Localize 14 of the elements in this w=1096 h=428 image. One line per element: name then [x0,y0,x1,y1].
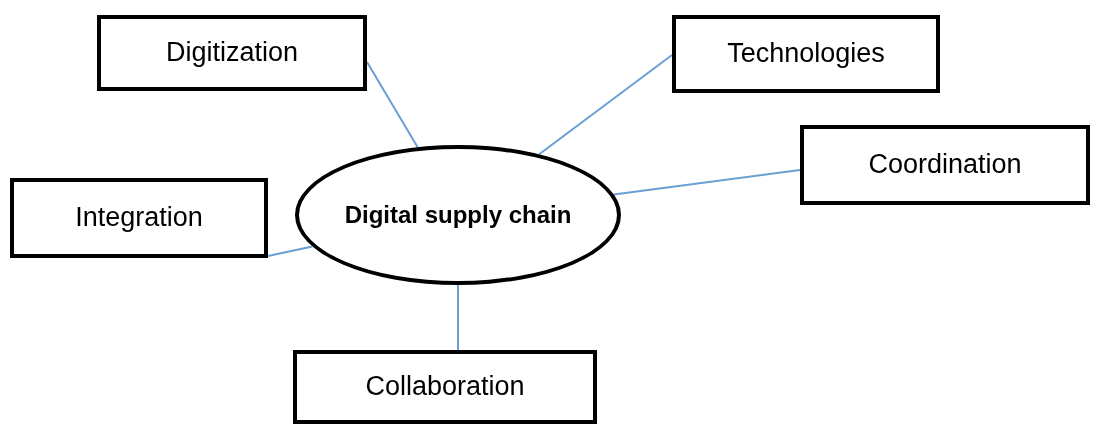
node-label: Technologies [727,37,885,71]
connector-line [457,284,459,351]
concept-box [97,15,367,91]
connector-line [538,54,673,156]
concept-box [672,15,940,93]
concept-box [800,125,1090,205]
node-label: Integration [75,201,203,235]
connector-line [267,245,314,257]
node-label: Collaboration [365,370,525,404]
node-label: Digitization [165,36,299,70]
node-label: Coordination [868,148,1022,182]
concept-box [293,350,597,424]
node-label: Digital supply chain [344,200,572,231]
concept-box [10,178,268,258]
